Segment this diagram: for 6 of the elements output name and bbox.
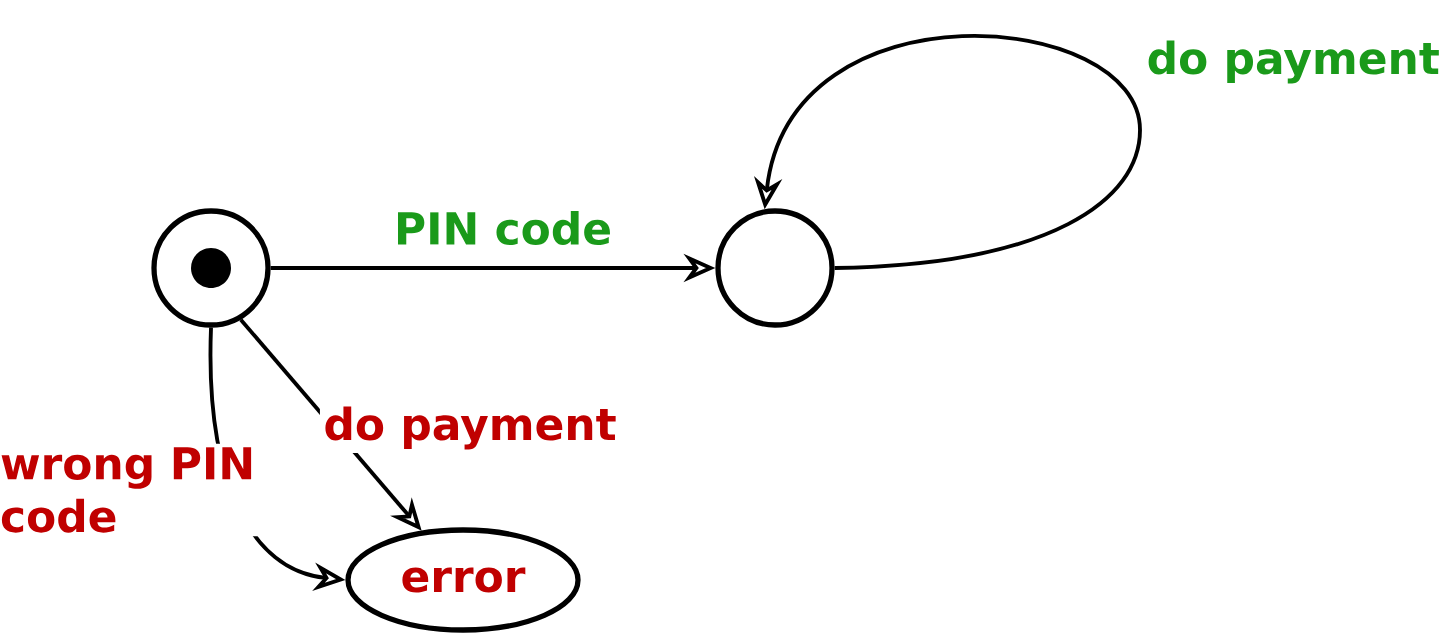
edge-label: do payment (1143, 37, 1444, 87)
edge-label: do payment (319, 403, 621, 453)
state-circle (715, 208, 835, 328)
edge-label: PIN code (390, 207, 616, 249)
edge-label: wrong PIN code (0, 443, 264, 537)
initial-state (151, 208, 271, 328)
